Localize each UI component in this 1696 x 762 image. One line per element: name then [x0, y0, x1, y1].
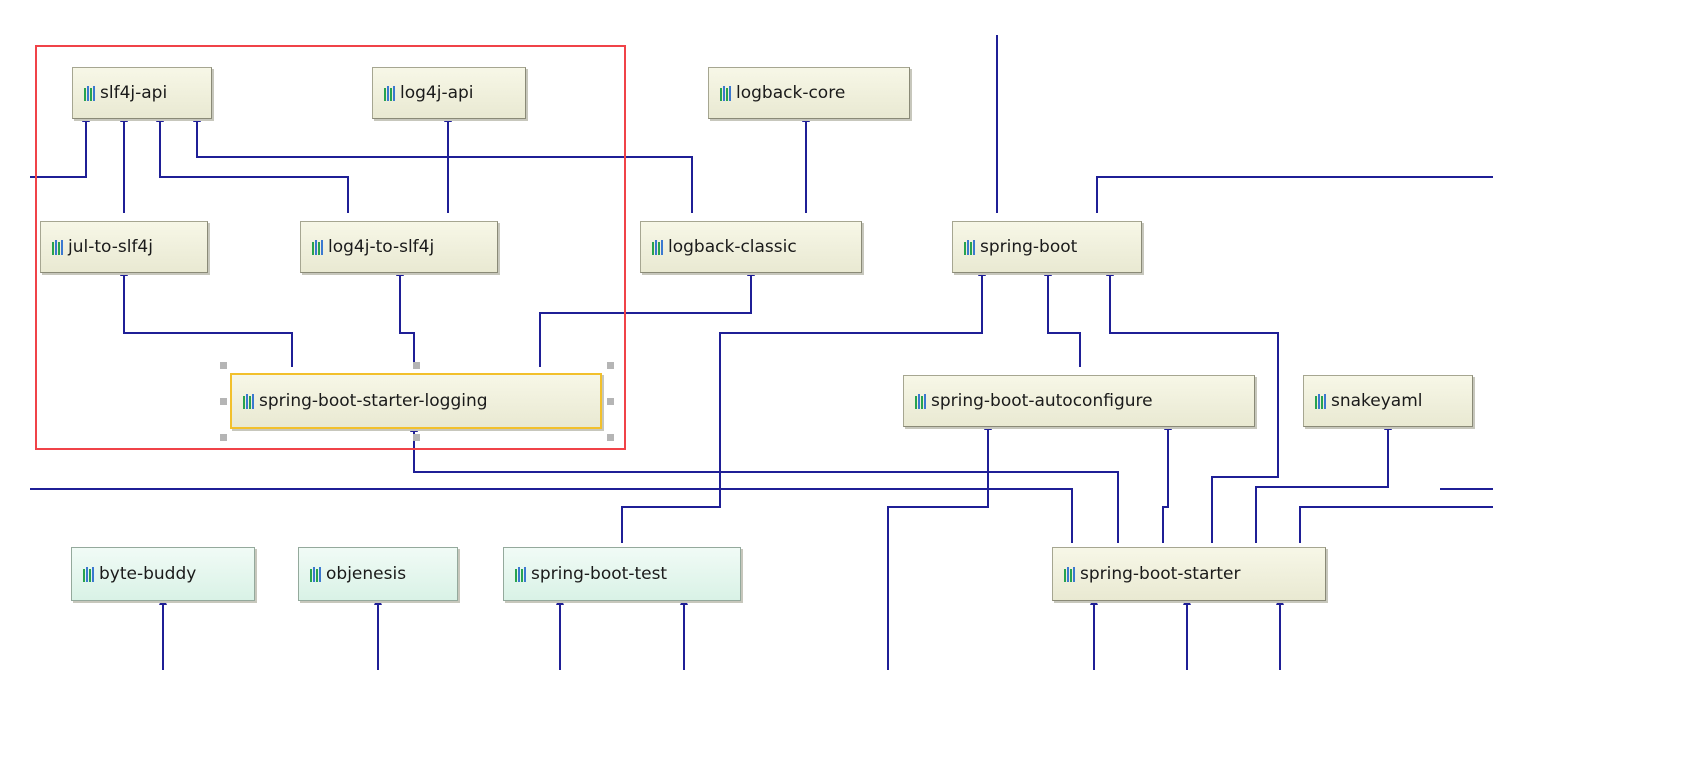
edge-spring-boot-starter-logging-to-log4j-to-slf4j: [396, 267, 415, 367]
node-logback-classic[interactable]: logback-classic: [640, 221, 862, 273]
edge-spring-boot-starter-logging-to-logback-classic: [539, 267, 755, 367]
library-icon: [1315, 393, 1326, 409]
node-label: spring-boot-autoconfigure: [931, 391, 1153, 411]
node-label: objenesis: [326, 564, 407, 584]
node-label: logback-classic: [668, 237, 797, 257]
node-objenesis[interactable]: objenesis: [298, 547, 458, 601]
node-label: spring-boot-starter: [1080, 564, 1241, 584]
resize-handle[interactable]: [607, 362, 614, 369]
node-snakeyaml[interactable]: snakeyaml: [1303, 375, 1473, 427]
edge-log4j-to-slf4j-to-slf4j-api: [156, 113, 349, 213]
library-icon: [243, 393, 254, 409]
edge-spring-boot-autoconfigure-to-spring-boot: [1044, 267, 1081, 367]
node-label: log4j-to-slf4j: [328, 237, 435, 257]
offscreen-connector-line: [30, 113, 90, 178]
resize-handle[interactable]: [607, 434, 614, 441]
library-icon: [84, 85, 95, 101]
node-spring-boot[interactable]: spring-boot: [952, 221, 1142, 273]
library-icon: [1064, 566, 1075, 582]
node-label: spring-boot-test: [531, 564, 668, 584]
library-icon: [384, 85, 395, 101]
edge-spring-boot-starter-logging-to-jul-to-slf4j: [120, 267, 293, 367]
resize-handle[interactable]: [220, 398, 227, 405]
library-icon: [515, 566, 526, 582]
edge-logback-classic-to-slf4j-api: [193, 113, 693, 213]
resize-handle[interactable]: [413, 362, 420, 369]
node-spring-boot-starter[interactable]: spring-boot-starter: [1052, 547, 1326, 601]
library-icon: [52, 239, 63, 255]
node-log4j-to-slf4j[interactable]: log4j-to-slf4j: [300, 221, 498, 273]
edge-spring-boot-starter-to-snakeyaml: [1255, 421, 1392, 543]
offscreen-connector-line: [30, 488, 1073, 543]
offscreen-connector-line: [887, 421, 992, 670]
node-label: logback-core: [736, 83, 846, 103]
library-icon: [310, 566, 321, 582]
edge-spring-boot-starter-to-spring-boot-starter-logging: [410, 423, 1119, 543]
library-icon: [720, 85, 731, 101]
edge-spring-boot-test-to-spring-boot: [621, 267, 986, 543]
resize-handle[interactable]: [607, 398, 614, 405]
node-label: jul-to-slf4j: [68, 237, 153, 257]
offscreen-connector-line: [1299, 506, 1493, 543]
library-icon: [83, 566, 94, 582]
node-spring-boot-autoconfigure[interactable]: spring-boot-autoconfigure: [903, 375, 1255, 427]
node-jul-to-slf4j[interactable]: jul-to-slf4j: [40, 221, 208, 273]
node-byte-buddy[interactable]: byte-buddy: [71, 547, 255, 601]
resize-handle[interactable]: [413, 434, 420, 441]
edge-spring-boot-starter-to-spring-boot-autoconfigure: [1162, 421, 1172, 543]
node-log4j-api[interactable]: log4j-api: [372, 67, 526, 119]
node-label: log4j-api: [400, 83, 474, 103]
dependency-edges: [30, 35, 1493, 670]
node-label: spring-boot: [980, 237, 1078, 257]
library-icon: [312, 239, 323, 255]
node-logback-core[interactable]: logback-core: [708, 67, 910, 119]
node-slf4j-api[interactable]: slf4j-api: [72, 67, 212, 119]
resize-handle[interactable]: [220, 434, 227, 441]
library-icon: [652, 239, 663, 255]
highlight-frame: [35, 45, 626, 450]
edge-spring-boot-starter-to-spring-boot: [1106, 267, 1279, 543]
node-label: slf4j-api: [100, 83, 168, 103]
node-spring-boot-test[interactable]: spring-boot-test: [503, 547, 741, 601]
offscreen-connector-line: [1096, 176, 1493, 213]
library-icon: [915, 393, 926, 409]
node-label: byte-buddy: [99, 564, 197, 584]
node-spring-boot-starter-logging[interactable]: spring-boot-starter-logging: [230, 373, 602, 429]
resize-handle[interactable]: [220, 362, 227, 369]
node-label: spring-boot-starter-logging: [259, 391, 488, 411]
node-label: snakeyaml: [1331, 391, 1423, 411]
library-icon: [964, 239, 975, 255]
